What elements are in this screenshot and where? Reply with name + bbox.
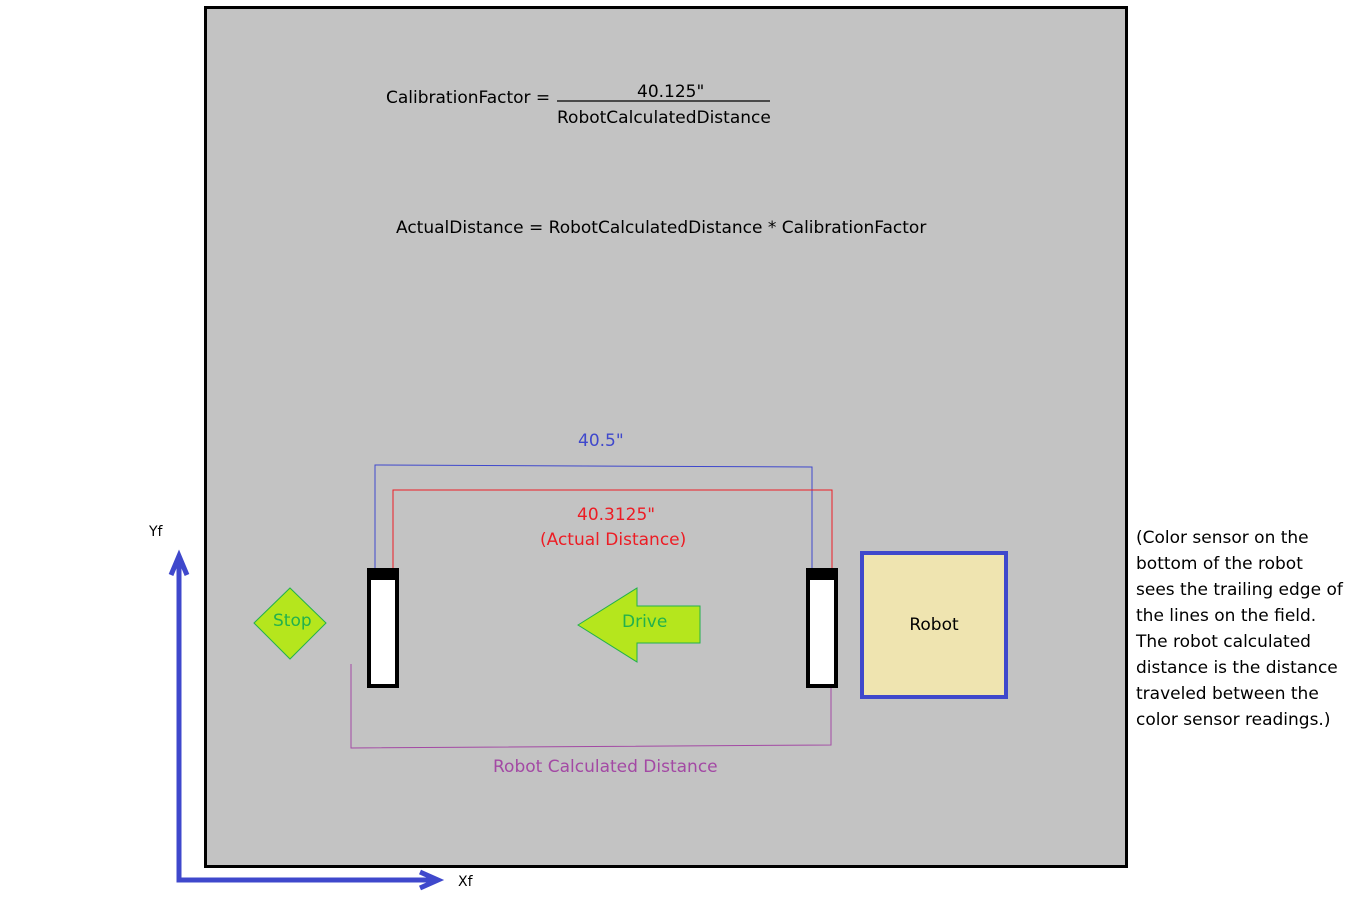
x-axis-arrowhead	[418, 869, 445, 891]
drive-arrow	[577, 587, 701, 663]
stop-label: Stop	[273, 611, 312, 631]
y-axis-label: Yf	[149, 524, 163, 540]
field-line-left	[367, 568, 399, 688]
actual-distance-value: 40.3125"	[577, 505, 656, 525]
robot-calculated-distance-label: Robot Calculated Distance	[493, 757, 718, 777]
outer-distance-label: 40.5"	[578, 431, 624, 451]
robot-box: Robot	[860, 551, 1008, 699]
playing-field	[204, 6, 1128, 868]
purple-distance-bracket	[350, 664, 832, 749]
color-sensor-note: (Color sensor on the bottom of the robot…	[1136, 528, 1343, 730]
stop-diamond	[253, 587, 327, 660]
y-axis-arrowhead	[168, 549, 190, 576]
red-distance-bracket	[392, 489, 833, 578]
calibration-factor-label: CalibrationFactor =	[386, 88, 551, 108]
actual-distance-caption: (Actual Distance)	[540, 530, 687, 550]
calibration-denominator: RobotCalculatedDistance	[557, 108, 771, 128]
calibration-numerator: 40.125"	[637, 82, 705, 102]
axis-lines	[176, 556, 434, 883]
x-axis-label: Xf	[458, 874, 473, 890]
blue-distance-bracket	[374, 464, 813, 578]
actual-distance-formula: ActualDistance = RobotCalculatedDistance…	[396, 218, 927, 238]
drive-label: Drive	[622, 612, 668, 632]
field-line-right	[806, 568, 838, 688]
robot-label: Robot	[909, 615, 959, 635]
